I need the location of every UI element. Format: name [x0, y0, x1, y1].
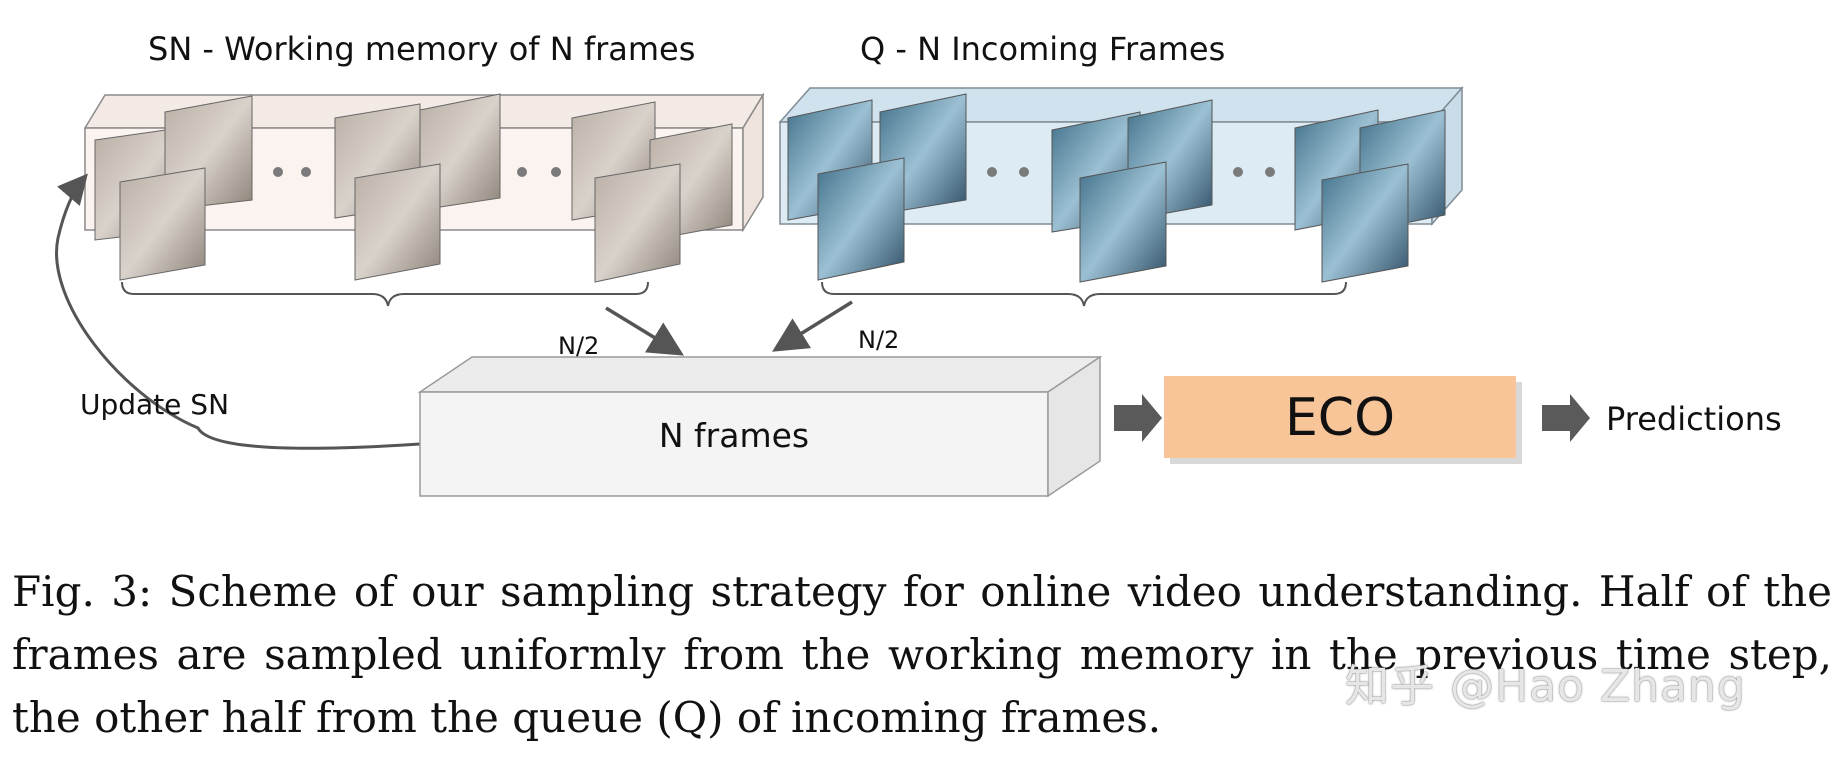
ellipsis-dots: [987, 167, 1275, 177]
frame-thumbnail: [594, 163, 681, 283]
update-label: Update SN: [80, 388, 229, 421]
update-arrow: [55, 173, 421, 450]
block-arrow-to-eco: [1114, 394, 1162, 442]
sampling-scheme-diagram: SN - Working memory of N frames Q - N In…: [55, 30, 1782, 498]
n-frames-box: [417, 355, 1103, 498]
ellipsis-dots: [273, 167, 561, 177]
half-label-right: N/2: [858, 326, 899, 354]
frame-thumbnail: [817, 157, 905, 281]
sample-arrow-left: [605, 306, 684, 356]
figure-caption: Fig. 3: Scheme of our sampling strategy …: [12, 567, 1832, 742]
incoming-brace: [821, 281, 1347, 307]
working-memory-label: SN - Working memory of N frames: [148, 30, 695, 68]
frame-thumbnail: [1321, 163, 1409, 283]
incoming-frames: [787, 93, 1446, 283]
eco-label: ECO: [1285, 388, 1395, 448]
predictions-label: Predictions: [1606, 400, 1782, 438]
frame-thumbnail: [1079, 161, 1167, 283]
working-memory-frames: [94, 93, 733, 283]
frame-thumbnail: [354, 163, 441, 281]
n-frames-label: N frames: [659, 416, 809, 455]
frame-thumbnail: [119, 167, 206, 281]
half-label-left: N/2: [558, 332, 599, 360]
sample-arrow-right: [772, 300, 853, 352]
incoming-frames-label: Q - N Incoming Frames: [860, 30, 1225, 68]
working-memory-brace: [121, 281, 649, 307]
eco-box: [1164, 376, 1516, 458]
block-arrow-to-predictions: [1542, 394, 1590, 442]
